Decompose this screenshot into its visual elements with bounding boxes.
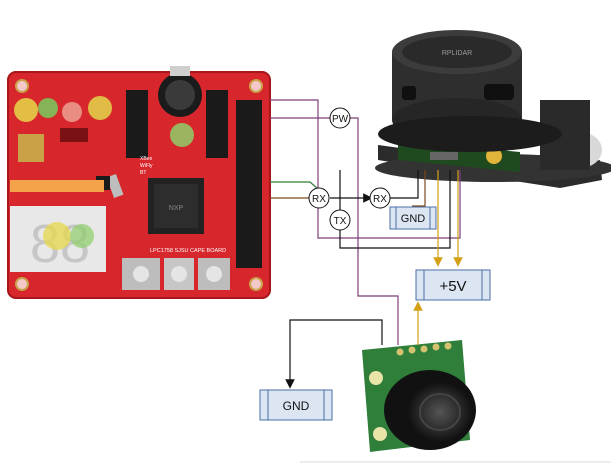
svg-text:RX: RX [373,194,387,205]
led-green [38,98,58,118]
led-pink [62,102,82,122]
node-pw: PW [329,107,351,129]
sonar-hole [369,371,383,385]
lidar-window [484,84,514,100]
node-rx-1: RX [308,187,330,209]
led-green-2 [170,123,194,147]
wire-gnd-top [412,170,426,207]
mount-hole [249,79,263,93]
svg-text:PW: PW [332,114,349,125]
jumper-block [18,134,44,162]
lidar-connector [430,152,458,160]
mount-hole [249,277,263,291]
silk-xbee: XBee [140,156,152,162]
box-plus-5v: +5V [415,269,491,301]
svg-text:+5V: +5V [439,278,466,295]
box-gnd-top: GND [389,206,437,230]
ic-small [60,128,88,142]
header-strip [10,180,104,192]
silk-bt: BT [140,170,146,176]
node-tx: TX [329,209,351,231]
svg-text:RX: RX [312,194,326,205]
rplidar: RPLIDAR [375,30,611,188]
wire-lidar-vcc [270,99,461,239]
pin-header-right [236,100,262,268]
lidar-brand: RPLIDAR [442,50,472,57]
box-gnd-bottom: GND [259,389,333,421]
chip-label: NXP [169,205,184,212]
svg-text:GND: GND [401,213,426,225]
maxbotix-sonar [362,340,476,452]
wires [270,99,463,389]
silk-wifly: WiFly [140,163,153,169]
sonar-pins [396,342,452,356]
crystal [106,173,124,199]
node-rx-2: RX [369,187,391,209]
mount-hole [15,79,29,93]
silk-board-name: LPC1758 SJSU CAPE BOARD [150,248,226,254]
xbee-header-2 [206,90,228,158]
svg-text:GND: GND [283,399,310,413]
led-yellow [14,98,38,122]
mount-hole [15,277,29,291]
wire-sonar-gnd [285,319,383,389]
wire-pw-sonar [350,117,399,345]
wire-rx-lidar [390,170,419,199]
led-yellow-2 [88,96,112,120]
cape-board: XBee WiFly BT NXP 88 LPC1758 SJSU CAPE B… [7,66,271,299]
xbee-header [126,90,148,158]
sonar-hole [373,427,387,441]
svg-text:TX: TX [334,216,347,227]
wire-tx-lidar [339,170,451,249]
